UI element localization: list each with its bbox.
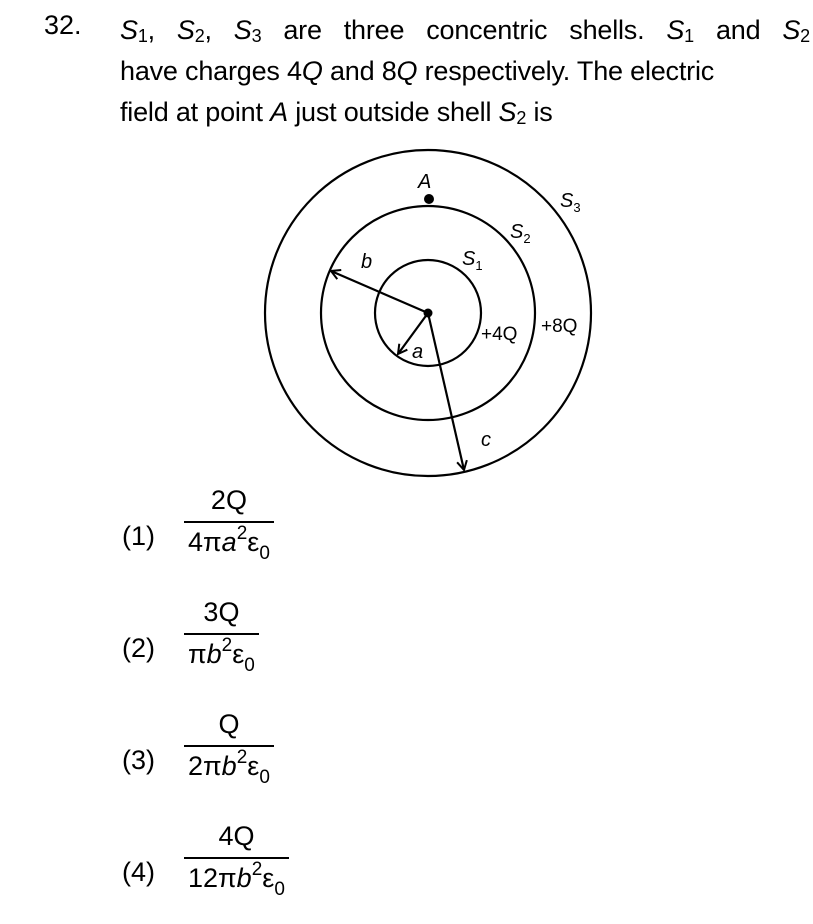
option-label: (2) bbox=[122, 633, 155, 663]
text: , bbox=[147, 15, 177, 45]
question-number: 32. bbox=[44, 10, 82, 40]
den-exponent: 2 bbox=[251, 859, 263, 880]
text: is bbox=[526, 97, 553, 127]
question-line-1: S1, S2, S3 are three concentric shells. … bbox=[120, 10, 810, 51]
radius-c-label: c bbox=[481, 429, 491, 451]
symbol-s2: S bbox=[498, 97, 517, 127]
subscript: 2 bbox=[194, 26, 205, 46]
epsilon: ε bbox=[232, 639, 245, 669]
fraction: 3Q πb2ε0 bbox=[184, 595, 259, 675]
symbol-s3: S bbox=[233, 15, 252, 45]
radius-b-label: b bbox=[361, 251, 372, 273]
den-exponent: 2 bbox=[236, 747, 248, 768]
option-label: (3) bbox=[122, 745, 155, 775]
radius-a-arrow bbox=[398, 312, 429, 354]
text: respectively. The electric bbox=[417, 56, 715, 86]
subscript: 2 bbox=[800, 26, 810, 46]
symbol-s2: S bbox=[176, 15, 195, 45]
numerator: Q bbox=[218, 709, 240, 739]
denominator: 2πb2ε0 bbox=[184, 747, 274, 787]
den-subscript: 0 bbox=[274, 879, 285, 900]
den-subscript: 0 bbox=[259, 767, 270, 788]
epsilon: ε bbox=[247, 751, 260, 781]
den-variable: b bbox=[236, 863, 252, 893]
den-variable: a bbox=[221, 527, 237, 557]
center-dot bbox=[423, 308, 433, 318]
text: and bbox=[693, 15, 783, 45]
radius-a-label: a bbox=[412, 341, 423, 363]
symbol-q: Q bbox=[301, 56, 323, 86]
den-prefix: 4π bbox=[188, 527, 222, 557]
fraction-bar bbox=[184, 633, 259, 635]
charge-outer-label: +8Q bbox=[541, 316, 577, 337]
den-exponent: 2 bbox=[221, 635, 233, 656]
subscript: 1 bbox=[137, 26, 148, 46]
fraction-bar bbox=[184, 745, 274, 747]
den-subscript: 0 bbox=[244, 655, 255, 676]
symbol-s1: S bbox=[120, 15, 138, 45]
subscript: 2 bbox=[516, 108, 527, 128]
epsilon: ε bbox=[262, 863, 275, 893]
numerator: 4Q bbox=[218, 821, 255, 851]
shell-s1 bbox=[373, 258, 483, 368]
den-exponent: 2 bbox=[236, 523, 248, 544]
denominator: 12πb2ε0 bbox=[184, 859, 289, 899]
radius-c-arrow bbox=[426, 312, 464, 470]
point-a-dot bbox=[424, 194, 434, 204]
epsilon: ε bbox=[247, 527, 260, 557]
den-prefix: 12π bbox=[188, 863, 237, 893]
symbol-s2: S bbox=[782, 15, 801, 45]
shell-s3-label: S3 bbox=[560, 190, 581, 215]
shell-s2-label: S2 bbox=[510, 221, 531, 246]
subscript: 1 bbox=[684, 26, 694, 46]
text: field at point bbox=[120, 97, 271, 127]
text: have charges 4 bbox=[120, 56, 302, 86]
shell-s3 bbox=[263, 148, 593, 478]
symbol-a: A bbox=[270, 97, 288, 127]
den-variable: b bbox=[206, 639, 222, 669]
symbol-s1: S bbox=[666, 15, 685, 45]
text: and 8 bbox=[322, 56, 397, 86]
fraction: Q 2πb2ε0 bbox=[184, 707, 274, 787]
question-text: S1, S2, S3 are three concentric shells. … bbox=[120, 10, 810, 133]
text: are three concentric shells. bbox=[261, 15, 667, 45]
fraction: 2Q 4πa2ε0 bbox=[184, 483, 274, 563]
den-variable: b bbox=[221, 751, 237, 781]
den-subscript: 0 bbox=[259, 543, 270, 564]
subscript: 3 bbox=[251, 26, 262, 46]
radius-b-arrow bbox=[331, 271, 429, 315]
charge-inner-label: +4Q bbox=[481, 324, 517, 345]
question-line-3: field at point A just outside shell S2 i… bbox=[120, 92, 810, 133]
den-prefix: π bbox=[188, 639, 207, 669]
text: just outside shell bbox=[287, 97, 499, 127]
fraction: 4Q 12πb2ε0 bbox=[184, 819, 289, 899]
option-label: (1) bbox=[122, 521, 155, 551]
numerator: 3Q bbox=[203, 597, 240, 627]
den-prefix: 2π bbox=[188, 751, 222, 781]
fraction-bar bbox=[184, 857, 289, 859]
numerator: 2Q bbox=[210, 485, 247, 515]
shell-s2 bbox=[319, 204, 537, 422]
symbol-q: Q bbox=[396, 56, 418, 86]
text: , bbox=[204, 15, 234, 45]
denominator: 4πa2ε0 bbox=[184, 523, 274, 563]
question-line-2: have charges 4Q and 8Q respectively. The… bbox=[120, 51, 810, 92]
concentric-shells-diagram: A b a c S1 S2 S3 +4Q +8Q bbox=[263, 148, 593, 478]
denominator: πb2ε0 bbox=[184, 635, 259, 675]
fraction-bar bbox=[184, 521, 274, 523]
option-label: (4) bbox=[122, 857, 155, 887]
shell-s1-label: S1 bbox=[462, 248, 483, 273]
point-a-label: A bbox=[417, 171, 431, 193]
